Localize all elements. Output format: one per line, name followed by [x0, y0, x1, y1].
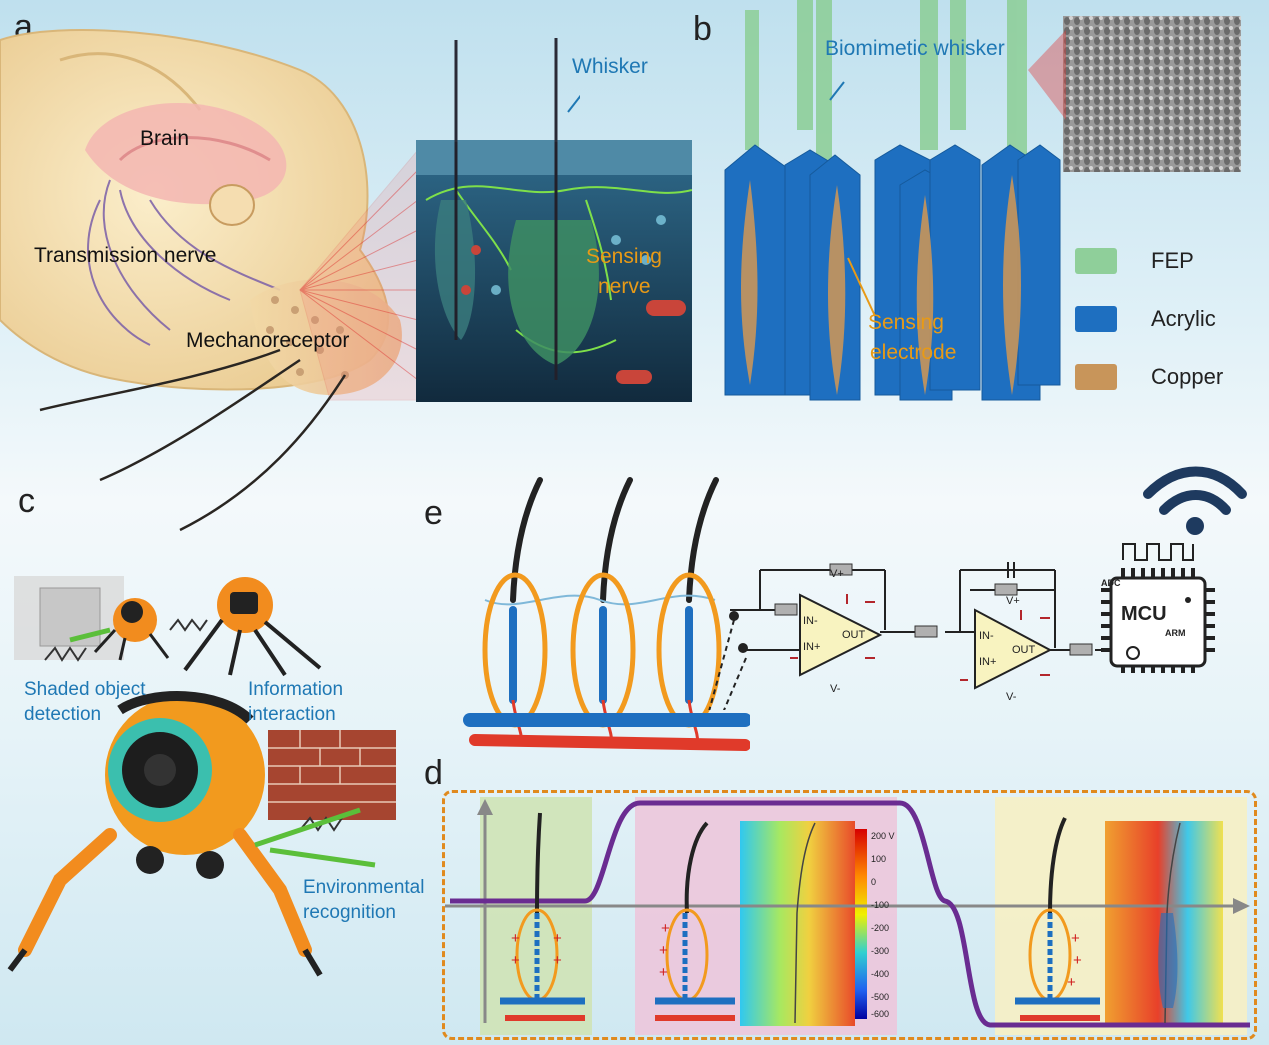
panel-label-b: b [693, 10, 712, 48]
label-shaded-object-line1: Shaded object [24, 679, 146, 700]
sensor-stage-2: + + + [655, 821, 735, 1021]
sem-surface-inset [1063, 16, 1241, 172]
legend-label-fep: FEP [1151, 248, 1194, 273]
legend-label-acrylic: Acrylic [1151, 306, 1216, 331]
whisker-shafts-top [454, 38, 580, 142]
colorbar-ticks: 200 V 100 0 -100 -200 -300 -400 -500 -60… [871, 831, 895, 1019]
robot-illustration [7, 576, 396, 977]
eye [209, 184, 255, 226]
label-sensing-electrode-line2: electrode [870, 341, 957, 364]
out-label-1: OUT [842, 629, 866, 641]
label-shaded-object-line2: detection [24, 704, 102, 725]
arm-label: ARM [1165, 628, 1186, 638]
svg-text:+: + [1067, 974, 1076, 991]
svg-text:+: + [511, 952, 520, 969]
legend-item-copper: Copper [1075, 348, 1223, 406]
legend-item-fep: FEP [1075, 232, 1223, 290]
svg-text:+: + [661, 920, 670, 937]
colorbar-tick-3: -100 [871, 900, 889, 910]
tissue-cross-section [416, 140, 692, 402]
adc-label: ADC [1101, 578, 1121, 588]
cells [461, 245, 686, 384]
in-minus-label-1: IN- [803, 615, 818, 627]
label-information-line1: Information [248, 679, 344, 700]
label-sensing-electrode-line1: Sensing [868, 311, 944, 334]
panel-label-e: e [424, 494, 443, 532]
vplus-label-2: V+ [1006, 595, 1020, 607]
vplus-label-1: V+ [830, 568, 844, 580]
legend-label-copper: Copper [1151, 364, 1224, 389]
colorbar-tick-8: -600 [871, 1009, 889, 1019]
material-legend: FEP Acrylic Copper [1075, 232, 1223, 406]
label-environmental-line1: Environmental [303, 877, 425, 898]
sensor-stage-1: + + + + [500, 812, 585, 1021]
colorbar-tick-2: 0 [871, 877, 876, 887]
main-robot [7, 691, 323, 977]
colorbar-tick-7: -500 [871, 992, 889, 1002]
label-brain: Brain [140, 127, 190, 150]
colorbar [855, 829, 867, 1019]
signal-response-plot: ++ ++ ++ + ++ + 200 V 100 0 -100 -200 -3… [445, 797, 1250, 1035]
output-signal-trace [450, 800, 1250, 1028]
whisker-follicle-dots [266, 296, 349, 379]
label-sensing-nerve-line2: nerve [598, 275, 651, 298]
colorbar-tick-0: 200 V [871, 831, 895, 841]
out-label-2: OUT [1012, 644, 1036, 656]
mcu-label: MCU [1121, 603, 1167, 625]
legend-item-acrylic: Acrylic [1075, 290, 1223, 348]
label-sensing-nerve-line1: Sensing [586, 245, 662, 268]
label-biomimetic-whisker: Biomimetic whisker [825, 37, 1005, 60]
legend-swatch-acrylic [1075, 306, 1117, 332]
svg-text:+: + [659, 942, 668, 959]
svg-text:+: + [659, 964, 668, 981]
small-robot-1 [93, 598, 170, 661]
op-amp-2 [974, 608, 1053, 690]
small-robot-2 [183, 577, 322, 677]
mcu-chip: MCU ADC ARM [1101, 543, 1215, 673]
panel-label-d: d [424, 754, 443, 792]
rat-head-illustration [0, 29, 419, 532]
op-amp-1 [799, 593, 883, 677]
svg-text:+: + [1073, 952, 1082, 969]
brick-wall [268, 730, 396, 820]
sensor-stage-3: + + + [1015, 817, 1100, 1021]
whiskers [39, 348, 347, 532]
legend-swatch-fep [1075, 248, 1117, 274]
label-information-line2: interaction [248, 704, 336, 725]
in-minus-label-2: IN- [979, 630, 994, 642]
colorbar-tick-5: -300 [871, 946, 889, 956]
sem-zoom-lines [1028, 30, 1066, 120]
amplifier-circuit: V+ V- IN- IN+ OUT V+ V- IN- IN+ OUT [708, 562, 1110, 710]
svg-text:+: + [553, 952, 562, 969]
svg-text:+: + [553, 930, 562, 947]
panel-label-c: c [18, 482, 35, 520]
colorbar-tick-4: -200 [871, 923, 889, 933]
whisker-sensor-array [724, 0, 1061, 401]
colorbar-tick-6: -400 [871, 969, 889, 979]
svg-text:+: + [511, 930, 520, 947]
colorbar-tick-1: 100 [871, 854, 886, 864]
label-mechanoreceptor: Mechanoreceptor [186, 329, 350, 352]
in-plus-label-2: IN+ [979, 656, 996, 668]
vminus-label-2: V- [1006, 691, 1017, 703]
panel-d-frame [442, 790, 1257, 1040]
svg-text:+: + [1071, 930, 1080, 947]
in-plus-label-1: IN+ [803, 641, 820, 653]
wifi-icon [1143, 466, 1247, 535]
vminus-label-1: V- [830, 683, 841, 695]
label-whisker: Whisker [572, 55, 648, 78]
label-environmental-line2: recognition [303, 902, 396, 923]
legend-swatch-copper [1075, 364, 1117, 390]
whisker-sensor-schematic [463, 477, 750, 751]
label-transmission-nerve: Transmission nerve [34, 244, 217, 267]
transmission-nerves [87, 179, 281, 346]
brain-shape [85, 102, 287, 205]
